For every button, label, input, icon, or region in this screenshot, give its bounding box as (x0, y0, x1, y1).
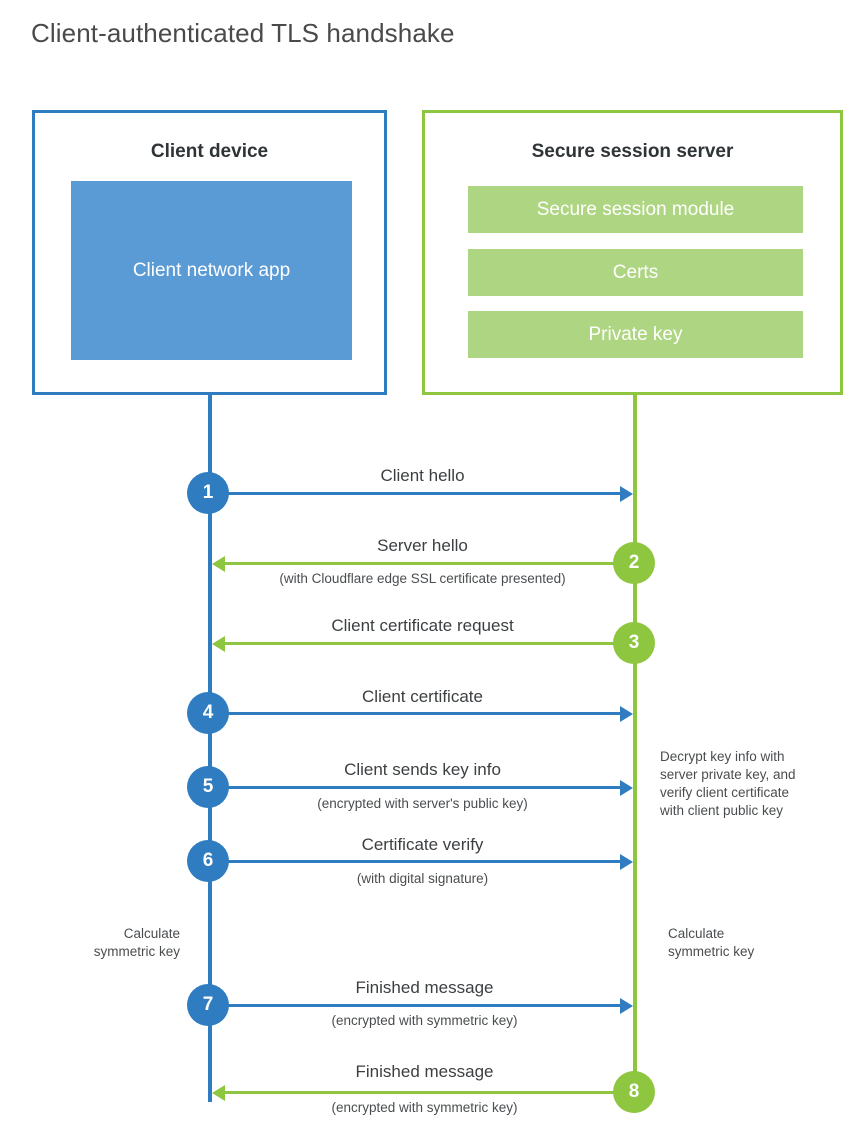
server-component-label: Private key (588, 323, 683, 345)
client-device-title: Client device (150, 141, 269, 162)
message-label: Client hello (380, 466, 465, 485)
step-marker-2[interactable]: 2 (613, 542, 655, 584)
message-arrow-line (225, 642, 633, 645)
server-component-label: Secure session module (536, 198, 735, 220)
message-arrow-line (212, 712, 620, 715)
page-title: Client-authenticated TLS handshake (31, 18, 455, 48)
note-line: server private key, and (660, 767, 796, 782)
step-marker-7[interactable]: 7 (187, 984, 229, 1026)
message-label: Finished message (355, 1062, 494, 1081)
message-sublabel: (encrypted with server's public key) (317, 796, 528, 811)
client-lifeline (208, 392, 212, 1102)
arrow-head-left-icon (212, 555, 225, 572)
secure-session-server-title: Secure session server (531, 141, 734, 162)
message-arrow-line (225, 562, 633, 565)
note-line: verify client certificate (660, 785, 790, 800)
step-marker-1[interactable]: 1 (187, 472, 229, 514)
arrow-head-right-icon (620, 997, 633, 1014)
arrow-head-right-icon (620, 779, 633, 796)
message-label: Finished message (355, 978, 494, 997)
server-calculate-symmetric-key-note: Calculate symmetric key (668, 925, 838, 961)
note-line: Decrypt key info with (660, 749, 785, 764)
message-arrow-line (212, 786, 620, 789)
arrow-head-left-icon (212, 1084, 225, 1101)
secure-session-server-box: Secure session server Secure session mod… (422, 110, 843, 395)
step-marker-3[interactable]: 3 (613, 622, 655, 664)
client-network-app-label: Client network app (132, 259, 291, 281)
message-sublabel: (encrypted with symmetric key) (331, 1013, 518, 1028)
step-marker-5[interactable]: 5 (187, 766, 229, 808)
message-sublabel: (with digital signature) (356, 871, 489, 886)
message-sublabel: (encrypted with symmetric key) (331, 1100, 518, 1115)
message-arrow-line (212, 1004, 620, 1007)
message-arrow-line (212, 860, 620, 863)
arrow-head-right-icon (620, 853, 633, 870)
message-label: Client sends key info (344, 760, 501, 779)
server-component-private-key: Private key (468, 311, 803, 358)
message-label: Client certificate (362, 687, 483, 706)
note-line: symmetric key (93, 944, 180, 959)
step-marker-6[interactable]: 6 (187, 840, 229, 882)
note-line: with client public key (660, 803, 784, 818)
message-label: Server hello (377, 536, 468, 555)
step-marker-4[interactable]: 4 (187, 692, 229, 734)
server-decrypt-note: Decrypt key info with server private key… (660, 748, 840, 820)
message-arrow-line (225, 1091, 633, 1094)
arrow-head-left-icon (212, 635, 225, 652)
message-label: Certificate verify (361, 835, 484, 854)
note-line: symmetric key (668, 944, 755, 959)
server-component-label: Certs (612, 261, 659, 283)
client-device-box: Client device Client network app (32, 110, 387, 395)
server-component-certs: Certs (468, 249, 803, 296)
message-sublabel: (with Cloudflare edge SSL certificate pr… (279, 571, 566, 586)
note-line: Calculate (123, 926, 180, 941)
message-arrow-line (212, 492, 620, 495)
arrow-head-right-icon (620, 705, 633, 722)
server-component-secure-session-module: Secure session module (468, 186, 803, 233)
note-line: Calculate (668, 926, 725, 941)
server-lifeline (633, 392, 637, 1094)
client-network-app-block: Client network app (71, 181, 352, 360)
client-calculate-symmetric-key-note: Calculate symmetric key (20, 925, 180, 961)
message-label: Client certificate request (331, 616, 514, 635)
step-marker-8[interactable]: 8 (613, 1071, 655, 1113)
arrow-head-right-icon (620, 485, 633, 502)
